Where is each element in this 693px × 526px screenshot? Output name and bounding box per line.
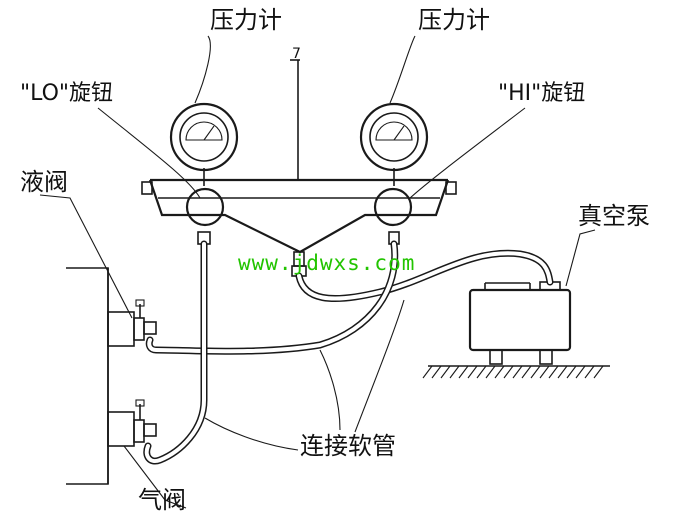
- pressure-gauge-left: [169, 102, 239, 186]
- manifold-body: [141, 59, 457, 277]
- vacuum-pump: [468, 281, 572, 365]
- connecting-hoses: [143, 240, 554, 465]
- ground: [422, 365, 610, 379]
- label-hose: 连接软管: [300, 432, 396, 460]
- watermark: www.jdwxs.com: [238, 251, 415, 275]
- leader-lines: [39, 35, 596, 509]
- label-vacuum-pump: 真空泵: [578, 202, 650, 230]
- label-lo-knob: "LO"旋钮: [20, 81, 113, 106]
- label-gauge-left: 压力计: [210, 6, 282, 34]
- pressure-gauge-right: [359, 102, 429, 186]
- wall-unit: [66, 267, 109, 485]
- label-gauge-right: 压力计: [418, 6, 490, 34]
- gas-valve: [107, 399, 157, 447]
- liquid-valve: [107, 299, 157, 347]
- label-liquid-valve: 液阀: [20, 168, 68, 196]
- label-gas-valve: 气阀: [138, 486, 186, 514]
- leader-number: 7: [292, 46, 301, 62]
- label-hi-knob: "HI"旋钮: [498, 81, 585, 106]
